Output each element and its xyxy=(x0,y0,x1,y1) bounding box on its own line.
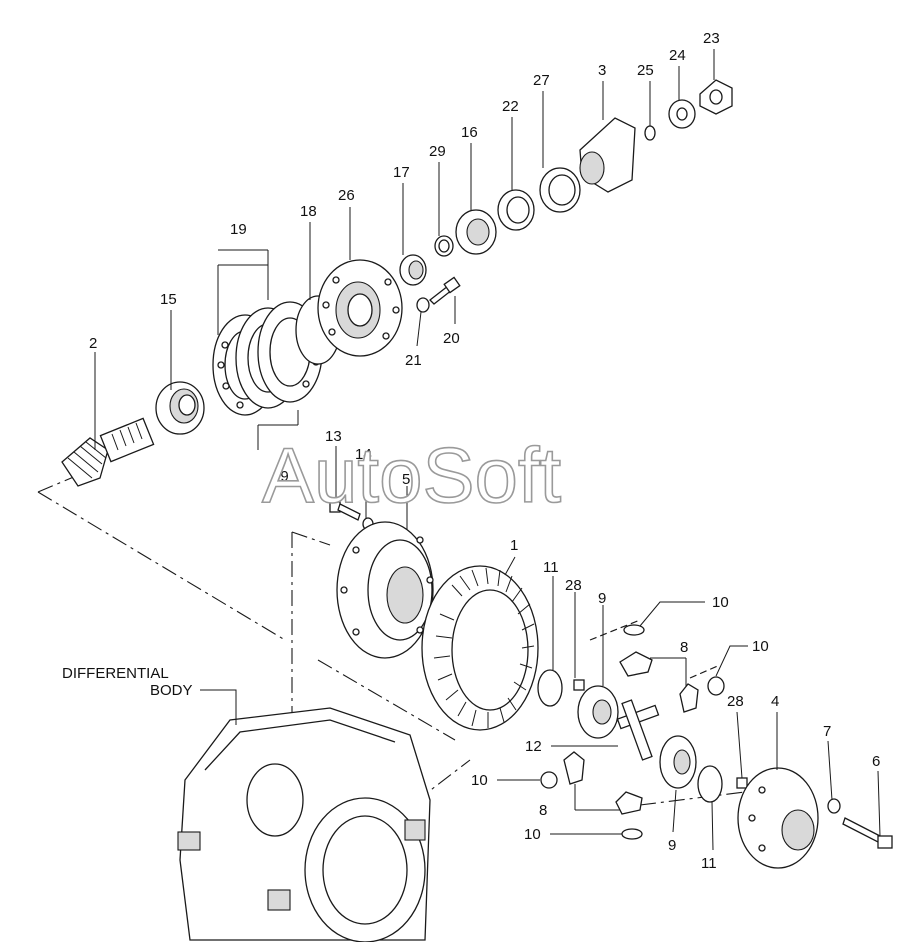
label-7: 7 xyxy=(823,723,831,740)
label-8-b: 8 xyxy=(539,802,547,819)
label-11-top: 11 xyxy=(543,559,559,576)
label-14: 14 xyxy=(355,446,372,463)
part-washer-24 xyxy=(668,99,696,129)
part-washer-11-top xyxy=(537,669,563,707)
part-bolt-6 xyxy=(842,817,893,849)
label-6: 6 xyxy=(872,753,880,770)
part-bearing-16 xyxy=(455,209,497,255)
part-washer-10-d xyxy=(621,828,643,840)
part-pinion-gear-8-a xyxy=(619,651,653,677)
label-11-bottom: 11 xyxy=(701,855,717,872)
leader-lines xyxy=(94,49,881,851)
watermark: AutoSoft xyxy=(262,431,562,519)
label-21: 21 xyxy=(405,352,422,369)
part-bolt-20 xyxy=(429,276,461,305)
part-washer-10-a xyxy=(623,624,645,636)
part-pin-28-top xyxy=(573,679,585,691)
label-24: 24 xyxy=(669,47,686,64)
part-race-27 xyxy=(539,167,581,213)
part-washer-10-b xyxy=(707,676,725,696)
part-washer-21 xyxy=(416,297,430,313)
label-20: 20 xyxy=(443,330,460,347)
part-washer-10-c xyxy=(540,771,558,789)
label-27: 27 xyxy=(533,72,550,89)
part-spider-12 xyxy=(616,699,660,761)
part-washer-11-bottom xyxy=(697,765,723,803)
part-bolt-13 xyxy=(329,501,361,521)
label-28-bottom: 28 xyxy=(727,693,744,710)
part-oring-25 xyxy=(644,125,656,141)
part-pin-28-bottom xyxy=(736,777,748,789)
label-23: 23 xyxy=(703,30,720,47)
part-bearing-17 xyxy=(399,254,427,286)
label-13: 13 xyxy=(325,428,342,445)
label-10-c: 10 xyxy=(471,772,488,789)
part-side-gear-9-top xyxy=(577,685,619,739)
caption-body: BODY xyxy=(150,682,193,699)
label-9-bottom: 9 xyxy=(668,837,676,854)
label-17: 17 xyxy=(393,164,410,181)
label-29: 29 xyxy=(429,143,446,160)
label-10-a: 10 xyxy=(712,594,729,611)
label-9-top: 9 xyxy=(598,590,606,607)
label-3: 3 xyxy=(598,62,606,79)
label-22: 22 xyxy=(502,98,519,115)
part-ring-29 xyxy=(434,235,454,257)
part-side-gear-9-bottom xyxy=(659,735,697,789)
label-10-d: 10 xyxy=(524,826,541,843)
label-4: 4 xyxy=(771,693,779,710)
part-pinion-gear-8-b xyxy=(679,683,699,713)
label-2: 2 xyxy=(89,335,97,352)
part-nut-23 xyxy=(699,79,733,115)
caption-differential: DIFFERENTIAL xyxy=(62,665,169,682)
part-friction-plates xyxy=(212,301,323,416)
part-flange-3 xyxy=(579,117,636,193)
label-1: 1 xyxy=(510,537,518,554)
part-pinion-gear-8-d xyxy=(615,791,643,815)
label-5: 5 xyxy=(402,471,410,488)
part-race-22 xyxy=(497,189,535,231)
label-26: 26 xyxy=(338,187,355,204)
part-housing-26 xyxy=(317,259,403,357)
label-19-bottom: 19 xyxy=(272,468,289,485)
label-12: 12 xyxy=(525,738,542,755)
label-15: 15 xyxy=(160,291,177,308)
label-10-b: 10 xyxy=(752,638,769,655)
part-washer-7 xyxy=(827,798,841,814)
part-pinion-shaft xyxy=(61,417,155,487)
part-bearing-15 xyxy=(155,381,205,435)
label-16: 16 xyxy=(461,124,478,141)
label-25: 25 xyxy=(637,62,654,79)
label-18: 18 xyxy=(300,203,317,220)
part-labels: 2 15 19 19 18 26 17 29 16 22 27 3 25 24 … xyxy=(89,30,880,872)
part-ring-gear xyxy=(421,565,539,731)
part-differential-body xyxy=(177,707,431,942)
part-pinion-gear-8-c xyxy=(563,751,585,785)
label-19-top: 19 xyxy=(230,221,247,238)
part-housing-5 xyxy=(336,521,434,659)
label-28-top: 28 xyxy=(565,577,582,594)
label-8-a: 8 xyxy=(680,639,688,656)
part-case-4 xyxy=(737,767,819,869)
